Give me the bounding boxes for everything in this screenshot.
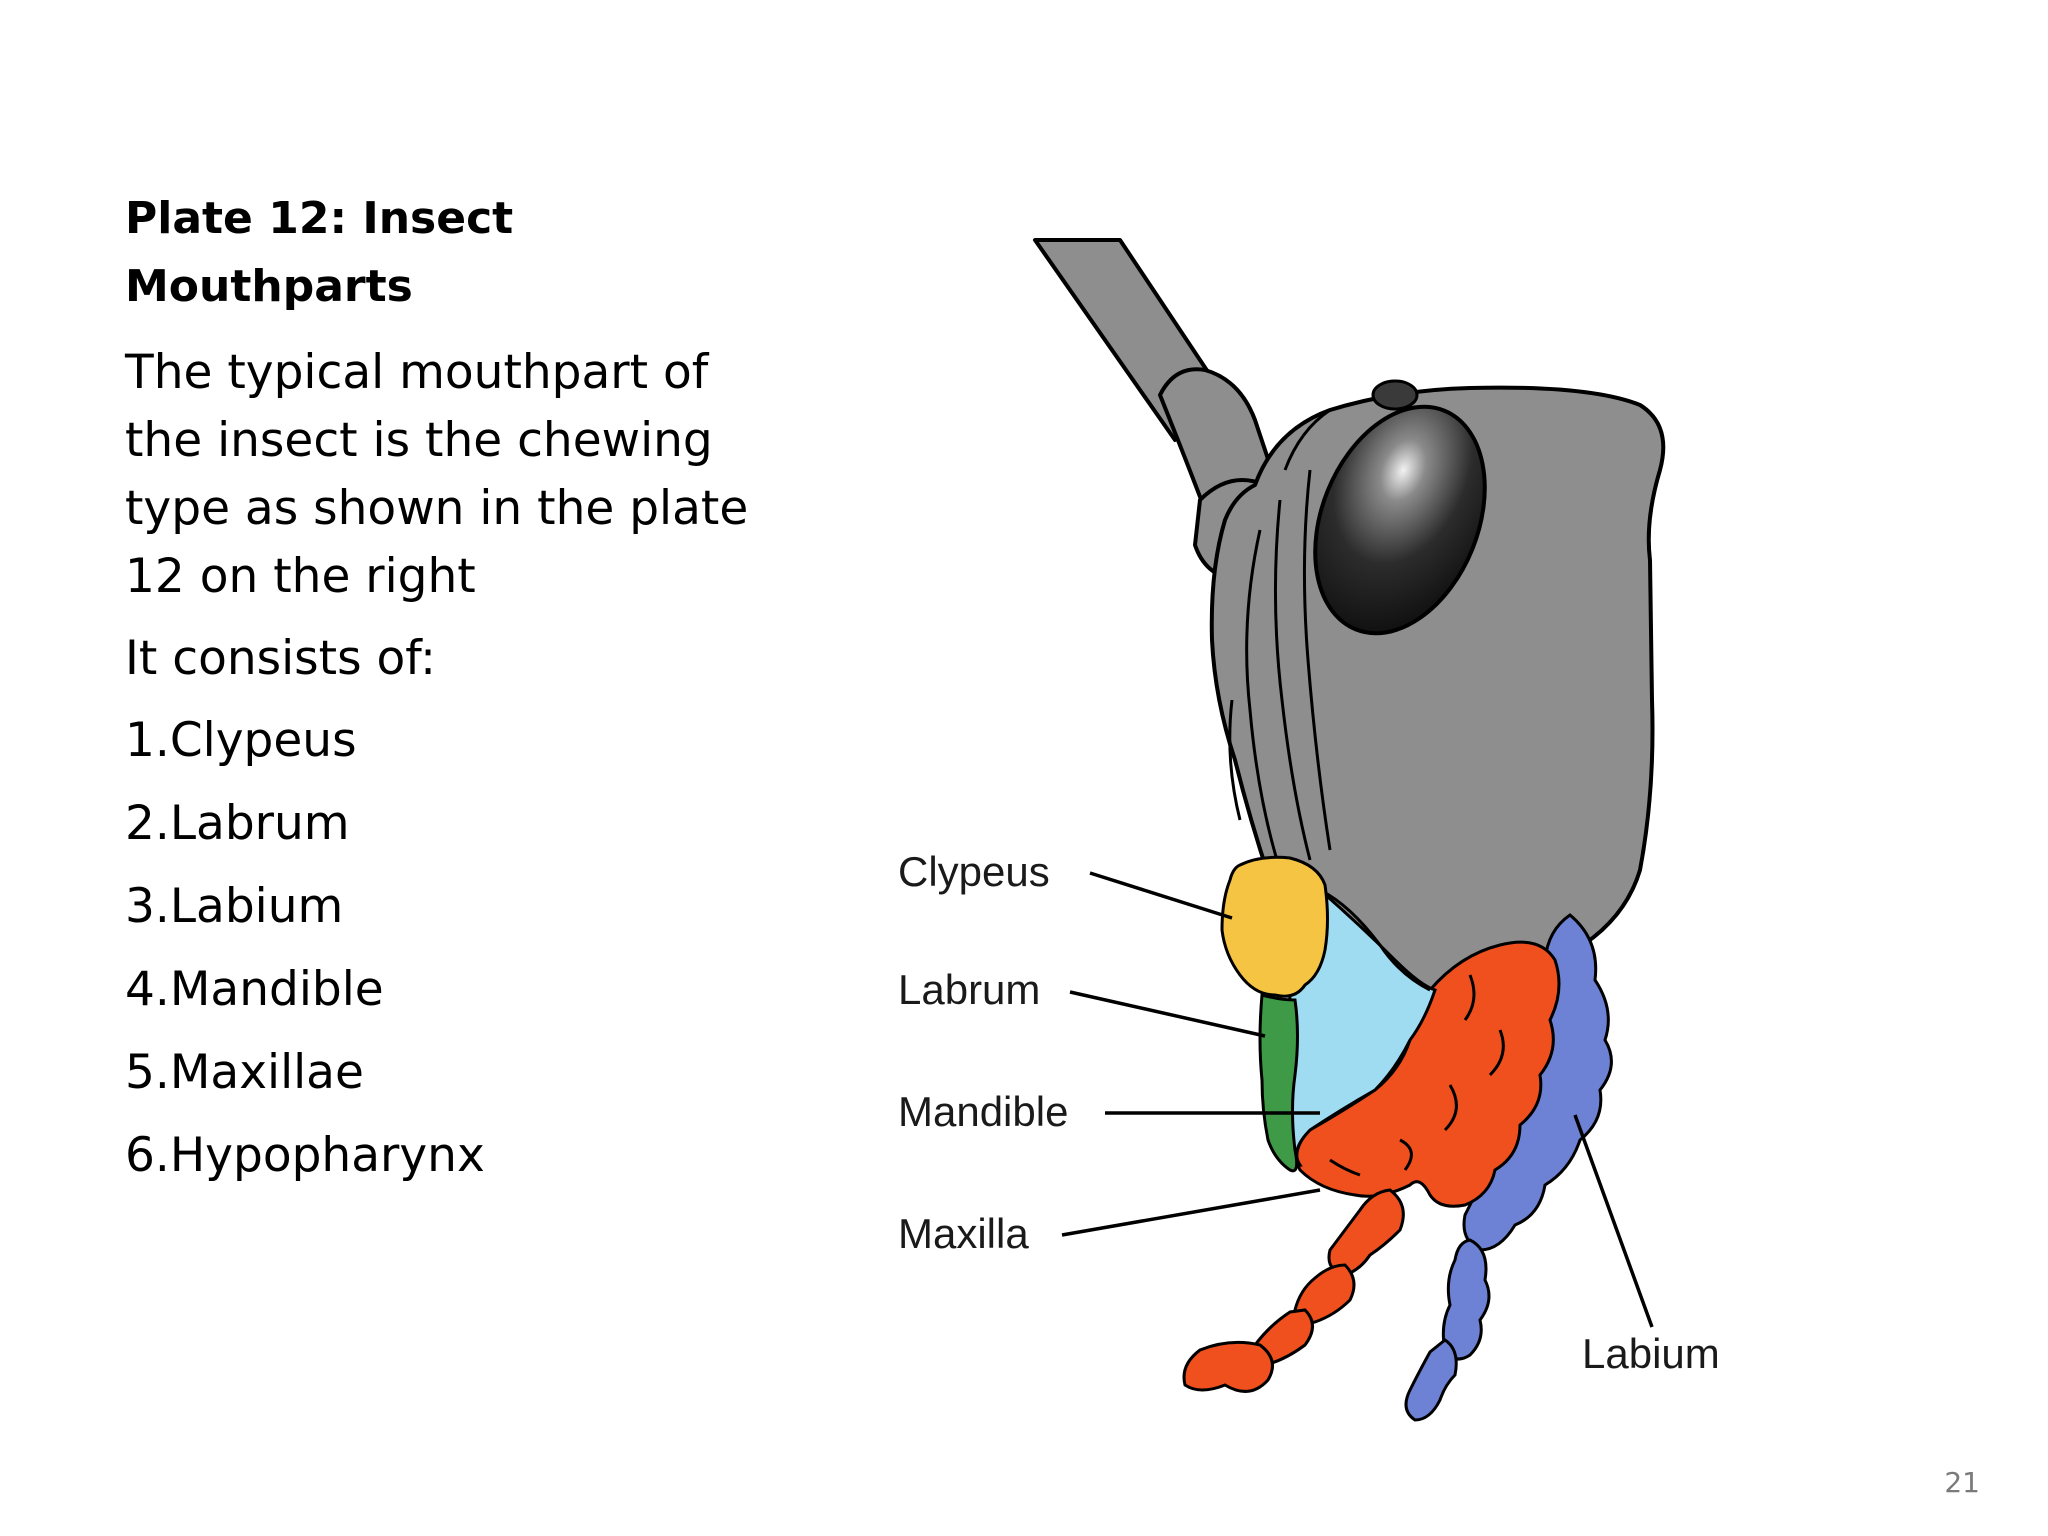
label-mandible: Mandible bbox=[898, 1088, 1068, 1135]
mouthpart-list: 1.Clypeus 2.Labrum 3.Labium 4.Mandible 5… bbox=[125, 707, 765, 1190]
leader-lines bbox=[1061, 871, 1654, 1328]
text-column: Plate 12: Insect Mouthparts The typical … bbox=[125, 185, 765, 1205]
slide-intro: It consists of: bbox=[125, 631, 436, 686]
labrum-leader bbox=[1069, 990, 1266, 1038]
clypeus bbox=[1220, 855, 1329, 998]
list-item-maxillae: 5.Maxillae bbox=[125, 1045, 364, 1100]
label-labium: Labium bbox=[1582, 1330, 1720, 1377]
mandible-edge-line bbox=[1319, 888, 1431, 992]
list-item-mandible: 4.Mandible bbox=[125, 962, 384, 1017]
slide-title: Plate 12: Insect Mouthparts bbox=[125, 193, 514, 312]
ocellus-icon bbox=[1371, 379, 1419, 411]
labium-palp-2 bbox=[1404, 1338, 1458, 1422]
list-item-labrum: 2.Labrum bbox=[125, 796, 350, 851]
maxilla-leader bbox=[1061, 1188, 1321, 1237]
maxilla-segment-lines bbox=[1329, 974, 1505, 1177]
slide-body: The typical mouthpart of the insect is t… bbox=[125, 345, 749, 604]
list-item-labium: 3.Labium bbox=[125, 879, 344, 934]
label-maxilla: Maxilla bbox=[898, 1210, 1029, 1257]
label-clypeus: Clypeus bbox=[898, 848, 1050, 895]
maxilla bbox=[1182, 940, 1561, 1393]
label-labrum: Labrum bbox=[898, 966, 1040, 1013]
labrum bbox=[1258, 993, 1299, 1173]
maxilla-palp-tip bbox=[1182, 1340, 1274, 1393]
clypeus-leader bbox=[1089, 871, 1233, 920]
compound-eye bbox=[1313, 404, 1487, 636]
maxilla-palp-1 bbox=[1327, 1188, 1405, 1277]
page-number: 21 bbox=[1944, 1466, 1980, 1499]
list-item-clypeus: 1.Clypeus bbox=[125, 713, 357, 768]
labium-leader bbox=[1573, 1114, 1654, 1328]
list-item-hypopharynx: 6.Hypopharynx bbox=[125, 1128, 485, 1183]
labium-palp-1 bbox=[1441, 1238, 1491, 1361]
head-sutures bbox=[1228, 408, 1332, 871]
